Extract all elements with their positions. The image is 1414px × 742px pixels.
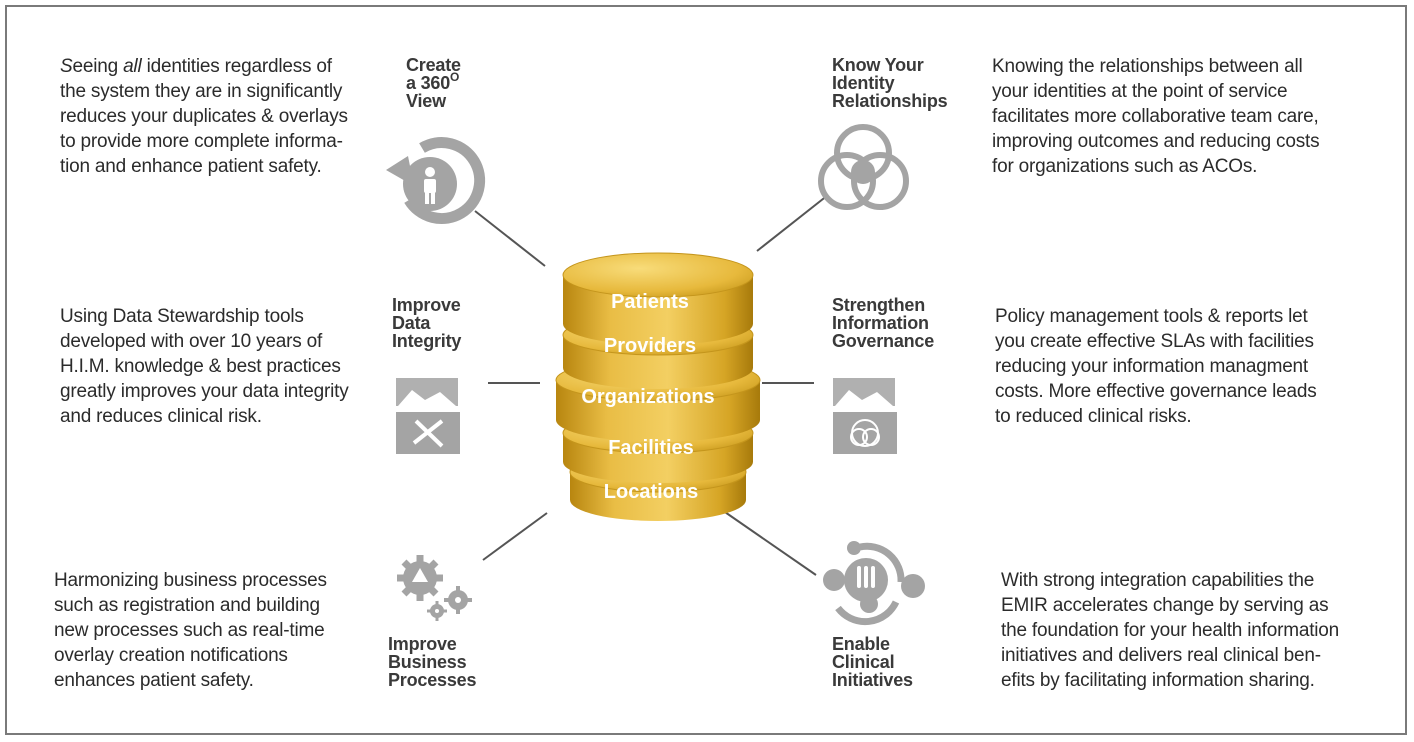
database-stack: Patients Providers Organizations Facilit… bbox=[555, 252, 761, 521]
description-strengthen-information-governance: Policy management tools & reports let yo… bbox=[995, 306, 1317, 427]
title-strengthen-information-governance: Strengthen Information Governance bbox=[832, 295, 935, 351]
description-create-360-view: Seeing all identities regardless of the … bbox=[60, 56, 348, 177]
title-know-identity-relationships: Know Your Identity Relationships bbox=[832, 55, 948, 111]
title-improve-data-integrity: Improve Data Integrity bbox=[392, 295, 462, 351]
title-improve-business-processes: Improve Business Processes bbox=[388, 634, 477, 690]
connector-business-processes bbox=[482, 512, 548, 561]
description-improve-data-integrity: Using Data Stewardship tools developed w… bbox=[60, 306, 349, 427]
folder-tools-icon bbox=[396, 378, 460, 454]
connectors bbox=[474, 194, 829, 576]
venn-circles-icon bbox=[818, 124, 909, 210]
description-know-identity-relationships: Knowing the relationships between all yo… bbox=[992, 56, 1320, 177]
title-enable-clinical-initiatives: Enable Clinical Initiatives bbox=[832, 634, 913, 690]
connector-know-identity bbox=[756, 194, 829, 252]
db-disc-1 bbox=[562, 252, 754, 345]
description-enable-clinical-initiatives: With strong integration capabilities the… bbox=[1001, 570, 1340, 691]
degree-superscript: O bbox=[450, 70, 460, 84]
db-label-providers: Providers bbox=[604, 335, 696, 357]
connector-create-360 bbox=[474, 210, 546, 267]
gears-icon bbox=[397, 555, 472, 621]
description-improve-business-processes: Harmonizing business processes such as r… bbox=[54, 570, 327, 691]
folder-venn-icon bbox=[833, 378, 897, 454]
test-tubes-cycle-icon bbox=[823, 541, 925, 626]
db-label-locations: Locations bbox=[604, 481, 698, 503]
person-cycle-icon bbox=[386, 137, 486, 224]
title-create-360-view: Create a 360O View bbox=[406, 55, 461, 111]
db-label-facilities: Facilities bbox=[608, 437, 694, 459]
connector-clinical-initiatives bbox=[721, 509, 817, 576]
db-label-organizations: Organizations bbox=[581, 386, 714, 408]
db-label-patients: Patients bbox=[611, 291, 689, 313]
